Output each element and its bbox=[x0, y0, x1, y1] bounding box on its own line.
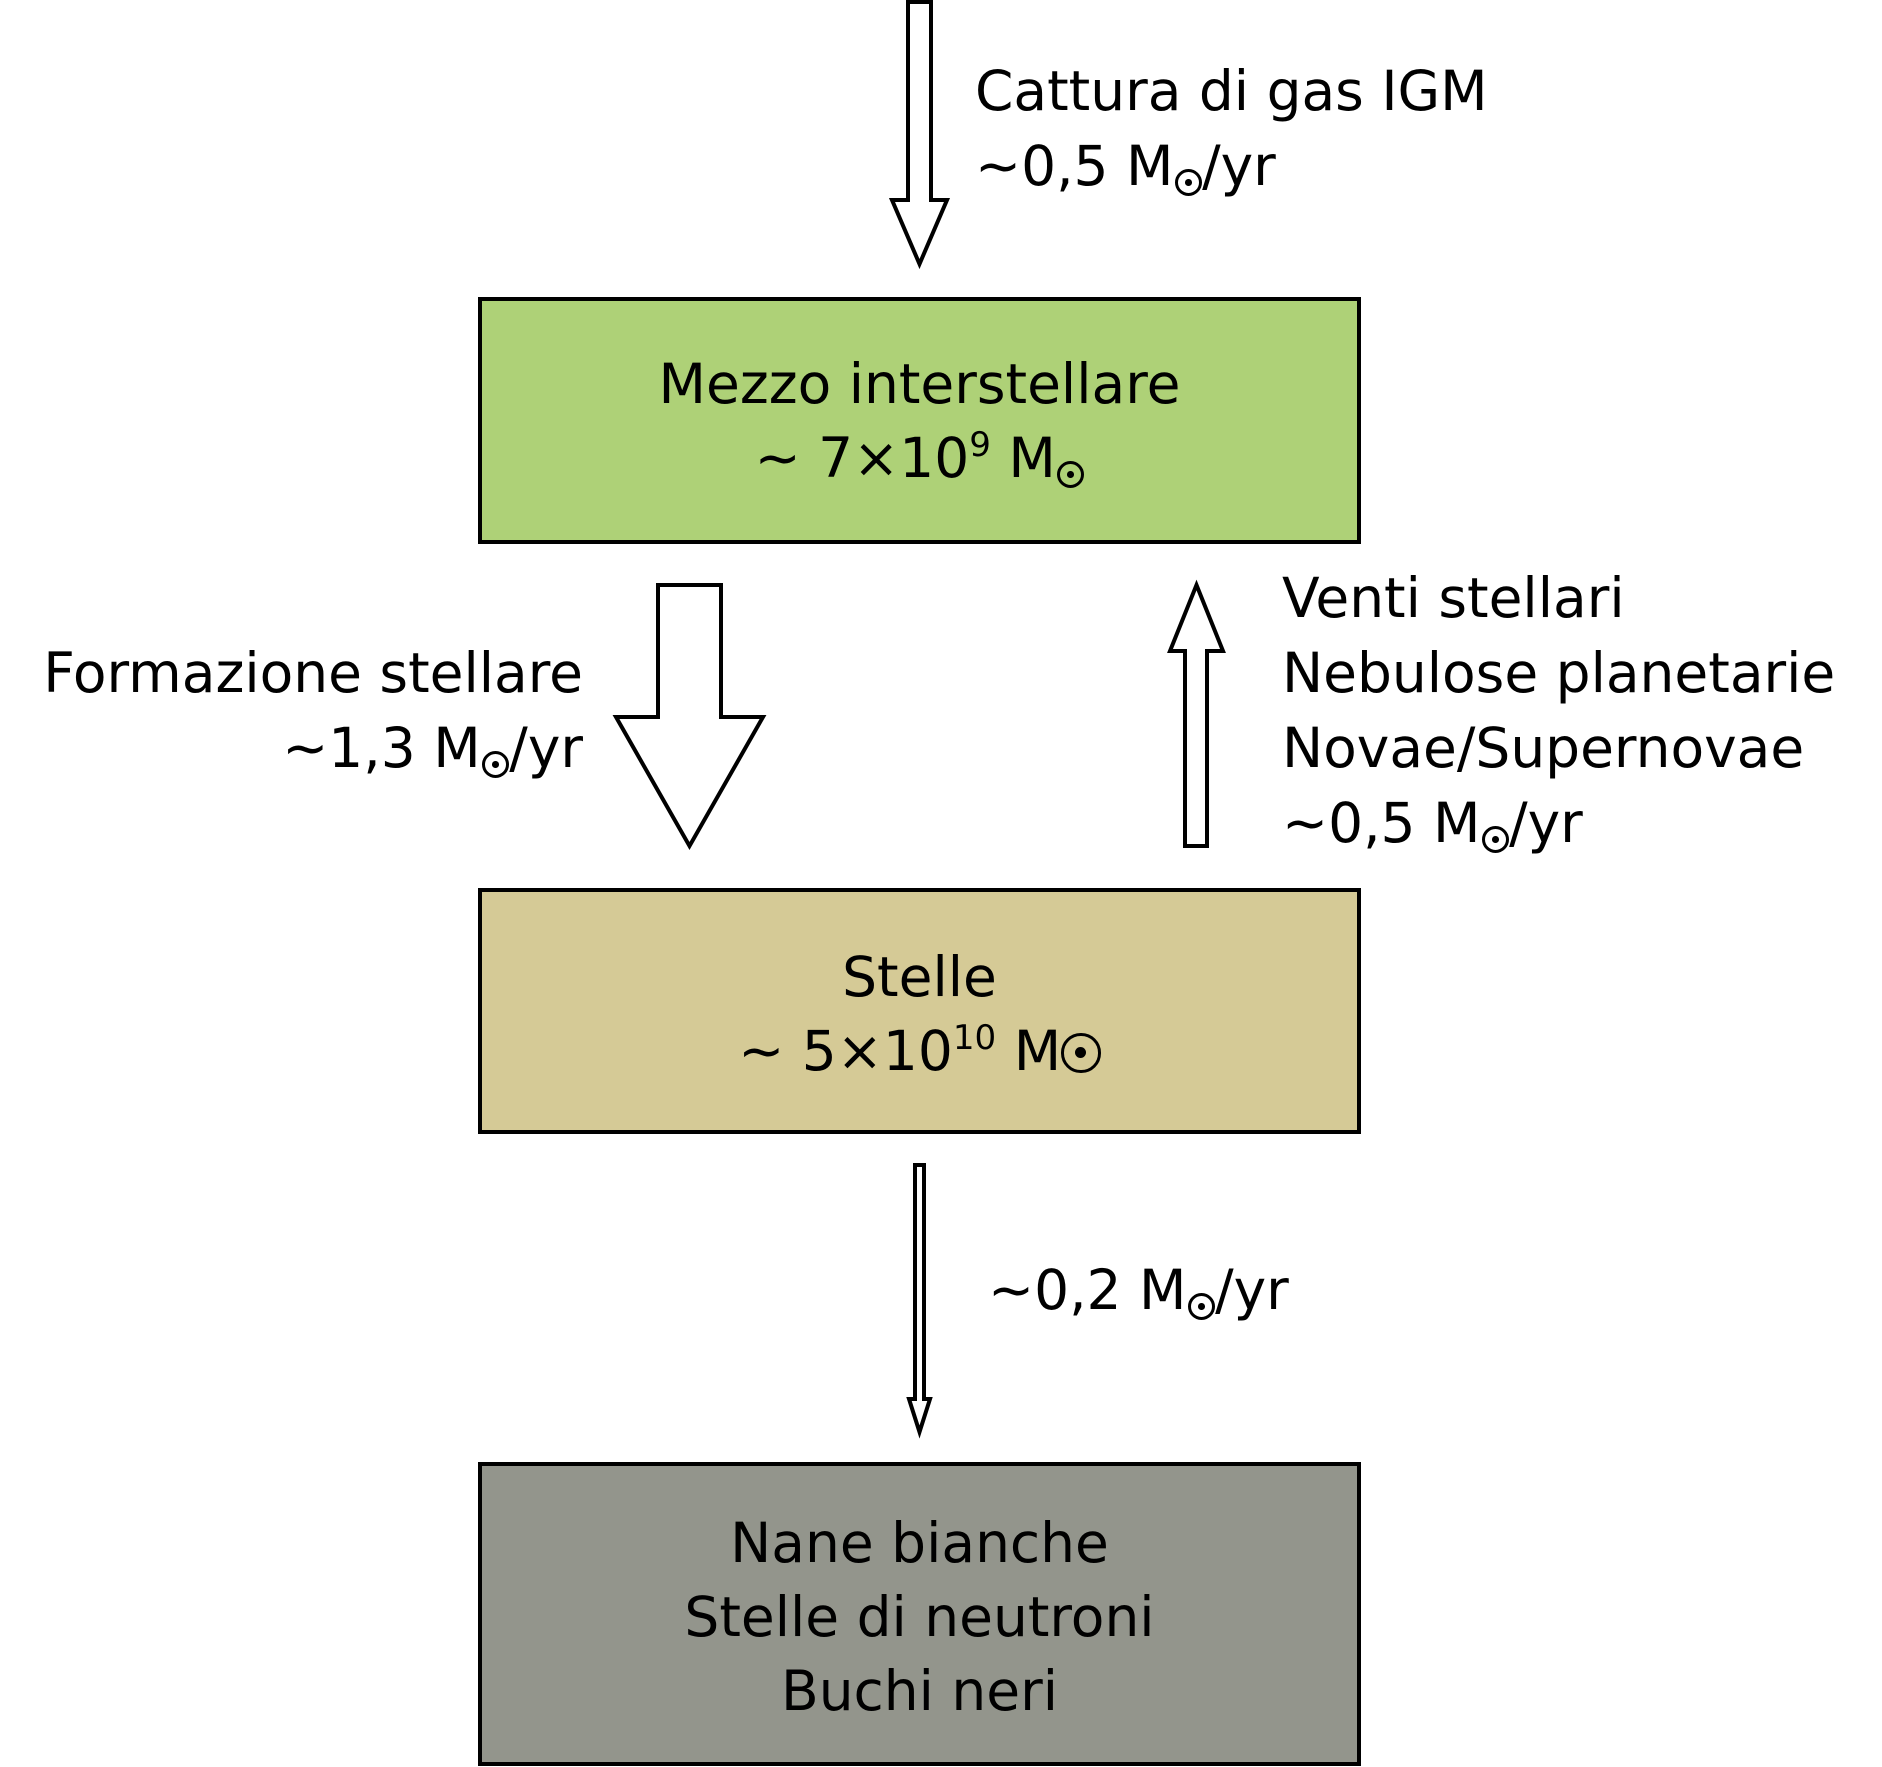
star-formation-title: Formazione stellare bbox=[43, 641, 583, 705]
star-formation-rate: ~1,3 M/yr bbox=[282, 716, 583, 780]
stars-box: Stelle ~ 5×1010 M bbox=[478, 888, 1361, 1134]
inflow-arrow bbox=[888, 0, 951, 270]
remnant-flow-rate: ~0,2 M/yr bbox=[988, 1258, 1289, 1322]
stars-title: Stelle bbox=[842, 945, 997, 1009]
remnant-flow-arrow bbox=[906, 1163, 933, 1439]
sun-symbol-icon bbox=[481, 750, 510, 778]
star-formation-arrow bbox=[612, 583, 767, 851]
mass-return-arrow bbox=[1167, 579, 1226, 848]
inflow-rate: ~0,5 M/yr bbox=[975, 134, 1276, 198]
inflow-label: Cattura di gas IGM ~0,5 M/yr bbox=[975, 54, 1488, 204]
remnants-line-3: Buchi neri bbox=[780, 1659, 1059, 1723]
stellar-remnants-box: Nane bianche Stelle di neutroni Buchi ne… bbox=[478, 1462, 1361, 1766]
sun-symbol-icon bbox=[1481, 825, 1510, 853]
remnants-line-2: Stelle di neutroni bbox=[684, 1585, 1155, 1649]
sun-symbol-icon bbox=[1187, 1292, 1216, 1320]
stars-mass: ~ 5×1010 M bbox=[482, 1014, 1357, 1088]
mass-return-label: Venti stellari Nebulose planetarie Novae… bbox=[1282, 561, 1835, 861]
ism-mass: ~ 7×109 M bbox=[482, 421, 1357, 495]
mass-return-line-3: Novae/Supernovae bbox=[1282, 716, 1805, 780]
interstellar-medium-box: Mezzo interstellare ~ 7×109 M bbox=[478, 297, 1361, 544]
remnant-flow-label: ~0,2 M/yr bbox=[988, 1253, 1289, 1328]
mass-return-rate: ~0,5 M/yr bbox=[1282, 791, 1583, 855]
ism-title: Mezzo interstellare bbox=[658, 352, 1181, 416]
mass-return-line-2: Nebulose planetarie bbox=[1282, 641, 1836, 705]
remnants-line-1: Nane bianche bbox=[730, 1511, 1109, 1575]
sun-symbol-icon bbox=[1174, 168, 1203, 196]
mass-return-line-1: Venti stellari bbox=[1282, 566, 1625, 630]
sun-symbol-icon bbox=[1056, 460, 1085, 488]
sun-symbol-icon bbox=[1061, 1033, 1101, 1073]
star-formation-label: Formazione stellare ~1,3 M/yr bbox=[43, 636, 583, 786]
inflow-title: Cattura di gas IGM bbox=[975, 59, 1488, 123]
